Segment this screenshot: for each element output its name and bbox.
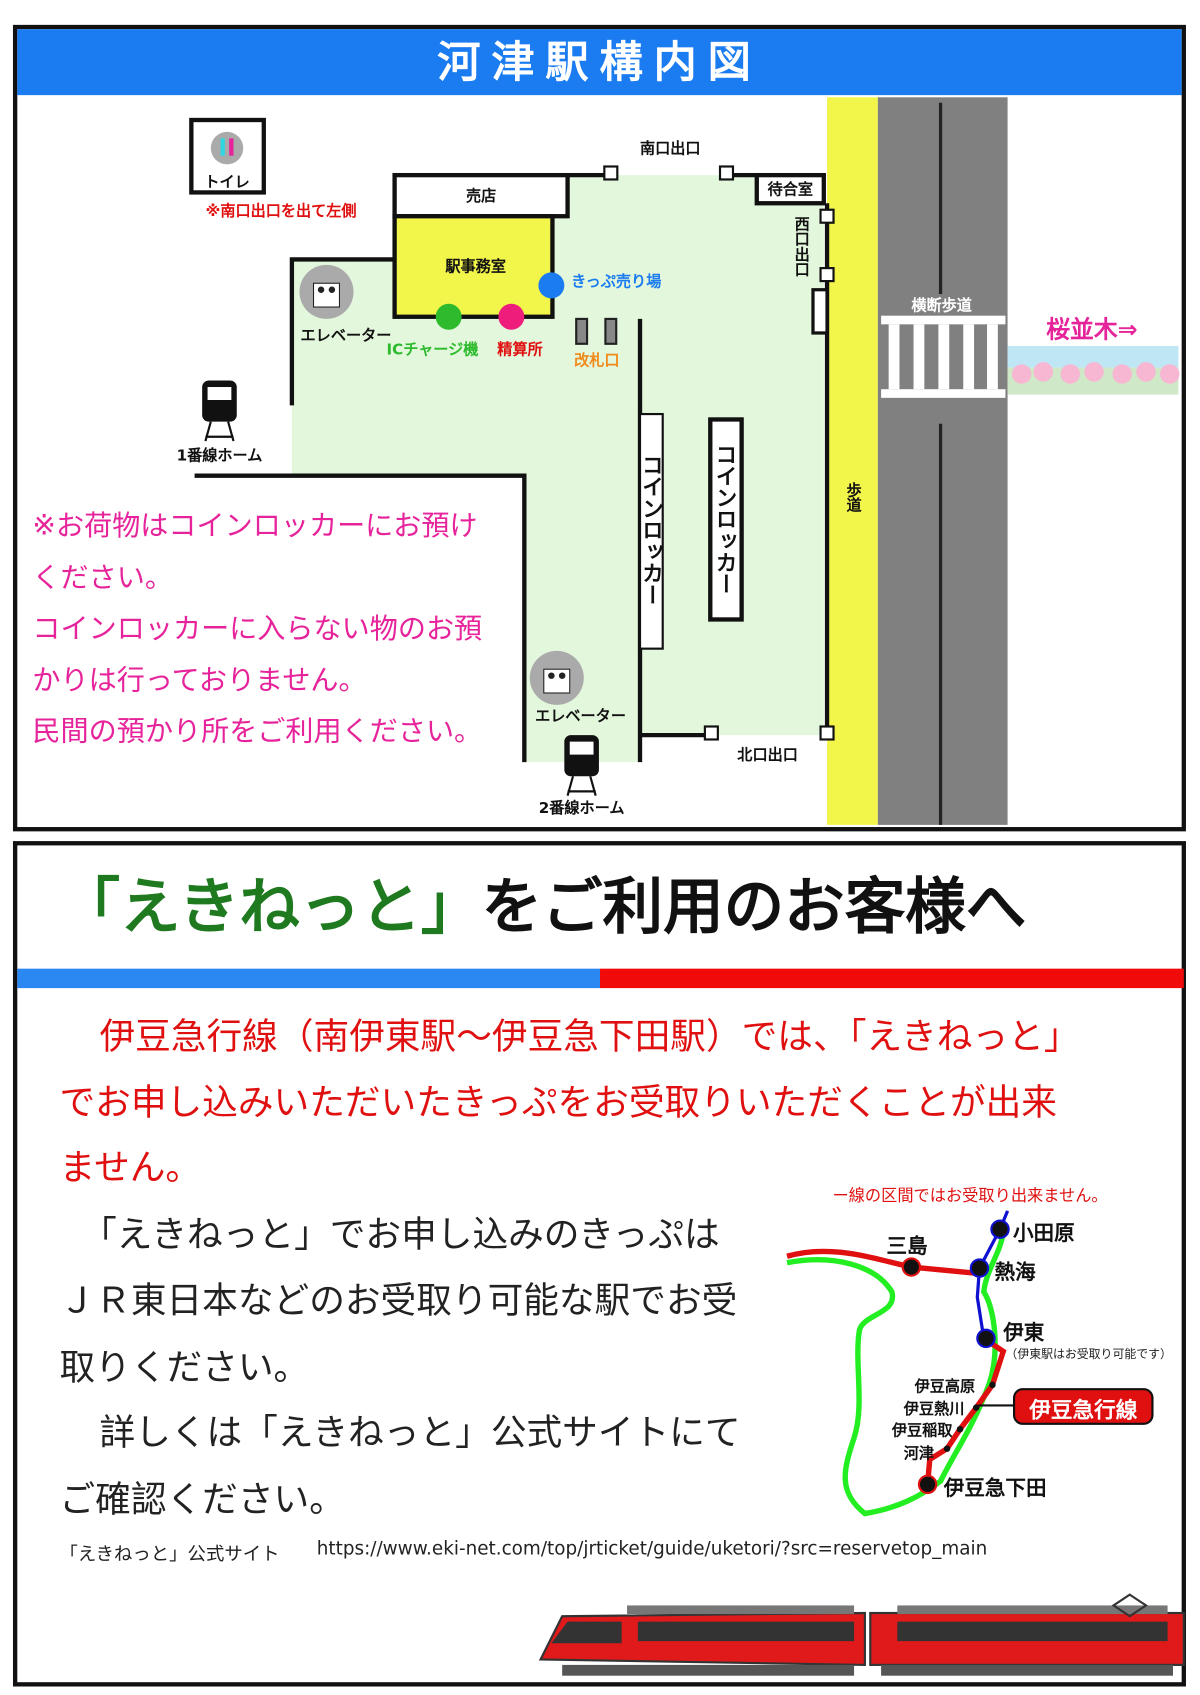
- coin-locker-1: [638, 412, 664, 650]
- izukyu-line: [924, 1336, 1007, 1485]
- station-ito: 伊東: [1003, 1321, 1045, 1345]
- ticket-sales-label: きっぷ売り場: [571, 273, 662, 291]
- notice-title: 「えきねっと」をご利用のお客様へ: [59, 870, 1026, 946]
- station-dot: [969, 1258, 990, 1278]
- ic-charge-label: ICチャージ機: [386, 341, 479, 359]
- elevator-label: エレベーター: [300, 327, 392, 345]
- notice-line: ＪＲ東日本などのお受取り可能な駅でお受: [59, 1278, 738, 1322]
- elevator-icon: [299, 264, 354, 319]
- sidewalk-label: 歩道: [844, 482, 862, 513]
- notice-line: ご確認ください。: [59, 1477, 345, 1521]
- road: [877, 97, 1008, 825]
- station-kawazu: 河津: [903, 1445, 935, 1463]
- luggage-note-line: ください。: [32, 562, 173, 595]
- exit-markers: [603, 165, 835, 741]
- notice-red-line: 伊豆急行線（南伊東駅〜伊豆急下田駅）では、「えきねっと」: [99, 1015, 1080, 1058]
- divider-blue: [17, 968, 601, 989]
- coin-locker-2: [708, 417, 744, 622]
- luggage-note-line: ※お荷物はコインロッカーにお預け: [32, 510, 478, 543]
- train-icon: [564, 735, 599, 796]
- notice-line: 詳しくは「えきねっと」公式サイトにて: [99, 1410, 741, 1453]
- luggage-note-line: かりは行っておりません。: [32, 664, 367, 698]
- station-dot: [956, 1425, 964, 1433]
- north-exit-label: 北口出口: [737, 747, 798, 765]
- station-dot: [990, 1219, 1010, 1239]
- waiting-room-label: 待合室: [767, 181, 813, 199]
- elevator-label: エレベーター: [535, 708, 626, 726]
- shop-label: 売店: [465, 188, 497, 206]
- sakura-trees-image: [1007, 345, 1180, 395]
- luggage-note-line: コインロッカーに入らない物のお預: [32, 612, 483, 646]
- station-mishima: 三島: [886, 1234, 928, 1259]
- ticket-sales-marker: [538, 272, 565, 299]
- station-floor-plan: [189, 97, 1180, 825]
- site-label: 「えきねっと」公式サイト: [59, 1543, 280, 1566]
- coin-locker-label: コインロッカー: [711, 443, 738, 595]
- station-izukogen: 伊豆高原: [914, 1378, 976, 1396]
- notice-title-brand: 「えきねっと」: [59, 872, 482, 943]
- ticket-gate-label: 改札口: [574, 352, 620, 370]
- station-atami: 熱海: [994, 1260, 1036, 1285]
- station-izuatagawa: 伊豆熱川: [903, 1401, 965, 1419]
- platform-1-label: 1番線ホーム: [176, 447, 263, 465]
- site-url-link[interactable]: https://www.eki-net.com/top/jrticket/gui…: [316, 1538, 988, 1561]
- izu-coastline: [786, 1231, 1006, 1517]
- platform-2-label: 2番線ホーム: [538, 800, 625, 818]
- shop-box: [392, 172, 570, 219]
- ic-charge-marker: [435, 303, 462, 330]
- station-map-header: [17, 29, 1182, 96]
- fare-adjustment-label: 精算所: [497, 341, 543, 359]
- toilet-icon: [210, 131, 244, 165]
- route-legend: ー線の区間ではお受取り出来ません。: [832, 1185, 1108, 1206]
- coin-locker-label: コインロッカー: [638, 454, 665, 606]
- station-izuinatori: 伊豆稲取: [891, 1422, 953, 1441]
- station-office-label: 駅事務室: [445, 258, 506, 276]
- station-map-frame: [12, 24, 1186, 832]
- concourse-floor: [291, 175, 824, 763]
- waiting-room-box: [754, 172, 826, 206]
- station-odawara: 小田原: [1012, 1221, 1075, 1246]
- notice-frame: [12, 841, 1186, 1687]
- notice-line: 「えきねっと」でお申し込みのきっぷは: [81, 1212, 720, 1256]
- sidewalk: [827, 97, 878, 825]
- station-dot: [972, 1404, 980, 1411]
- notice-title-rest: をご利用のお客様へ: [481, 872, 1027, 943]
- ticket-gate-icon: [575, 317, 618, 345]
- toilet-note: ※南口出口を出て左側: [205, 203, 357, 221]
- station-izukyushimoda: 伊豆急下田: [943, 1476, 1047, 1501]
- sakura-label: 桜並木⇒: [1046, 316, 1138, 344]
- page-title: 河津駅構内図: [437, 37, 762, 88]
- south-exit-label: 南口出口: [640, 140, 701, 158]
- luggage-note-line: 民間の預かり所をご利用ください。: [32, 715, 483, 749]
- crosswalk-label: 横断歩道: [911, 297, 972, 315]
- station-dot: [901, 1257, 922, 1277]
- divider-red: [600, 968, 1184, 989]
- station-dot: [989, 1381, 996, 1389]
- station-dot: [976, 1328, 996, 1349]
- station-office-box: [392, 214, 555, 319]
- elevator-icon: [529, 650, 584, 705]
- line-badge: 伊豆急行線: [1029, 1396, 1138, 1423]
- ito-note: （伊東駅はお受取り可能です）: [1005, 1347, 1172, 1362]
- fare-adjustment-marker: [498, 303, 525, 330]
- station-dot: [943, 1445, 951, 1452]
- notice-red-line: でお申し込みいただいたきっぷをお受取りいただくことが出来: [59, 1081, 1057, 1124]
- notice-red-line: ません。: [59, 1145, 202, 1189]
- crosswalk: [881, 315, 1006, 398]
- toilet-label: トイレ: [204, 174, 250, 192]
- train-icon: [202, 380, 237, 442]
- notice-line: 取りください。: [59, 1345, 310, 1389]
- west-exit-label: 西口出口: [792, 216, 810, 277]
- station-dot: [917, 1474, 938, 1495]
- line-badge-box: [1012, 1388, 1154, 1425]
